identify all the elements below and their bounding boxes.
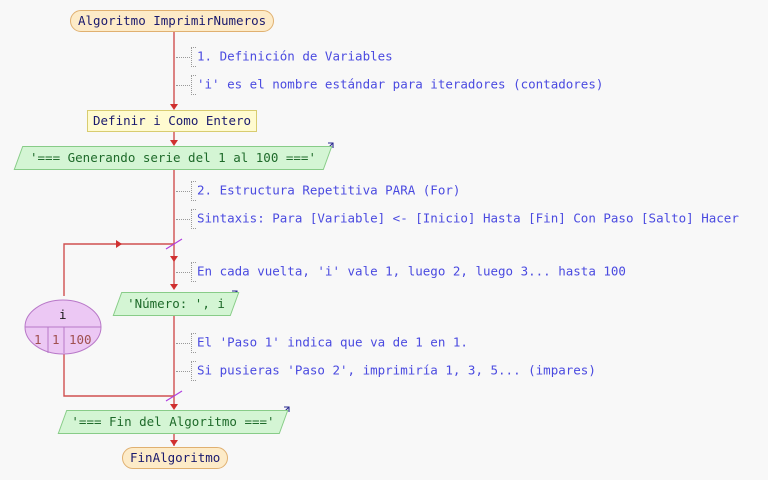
comment[interactable]: Sintaxis: Para [Variable] <- [Inicio] Ha… xyxy=(176,209,739,229)
for-loop-node[interactable]: i 1 1 100 xyxy=(24,288,102,366)
loop-variable: i xyxy=(59,307,67,322)
comment[interactable]: Si pusieras 'Paso 2', imprimiría 1, 3, 5… xyxy=(176,361,596,381)
comment[interactable]: 'i' es el nombre estándar para iteradore… xyxy=(176,75,603,95)
output-fin[interactable]: '=== Fin del Algoritmo ===' xyxy=(57,410,289,434)
output-numero[interactable]: 'Número: ', i xyxy=(112,292,240,316)
loop-end: 100 xyxy=(69,332,92,347)
output-generando[interactable]: '=== Generando serie del 1 al 100 ===' xyxy=(13,146,333,170)
comment[interactable]: 1. Definición de Variables xyxy=(176,47,393,67)
loop-start: 1 xyxy=(34,332,42,347)
start-label: Algoritmo ImprimirNumeros xyxy=(78,13,267,28)
end-label: FinAlgoritmo xyxy=(130,450,221,465)
comment[interactable]: En cada vuelta, 'i' vale 1, luego 2, lue… xyxy=(176,262,626,282)
start-terminal[interactable]: Algoritmo ImprimirNumeros xyxy=(70,10,275,32)
loop-step: 1 xyxy=(52,332,60,347)
define-variable-box[interactable]: Definir i Como Entero xyxy=(87,110,258,132)
end-terminal[interactable]: FinAlgoritmo xyxy=(122,447,229,469)
comment[interactable]: 2. Estructura Repetitiva PARA (For) xyxy=(176,181,460,201)
comment[interactable]: El 'Paso 1' indica que va de 1 en 1. xyxy=(176,333,468,353)
